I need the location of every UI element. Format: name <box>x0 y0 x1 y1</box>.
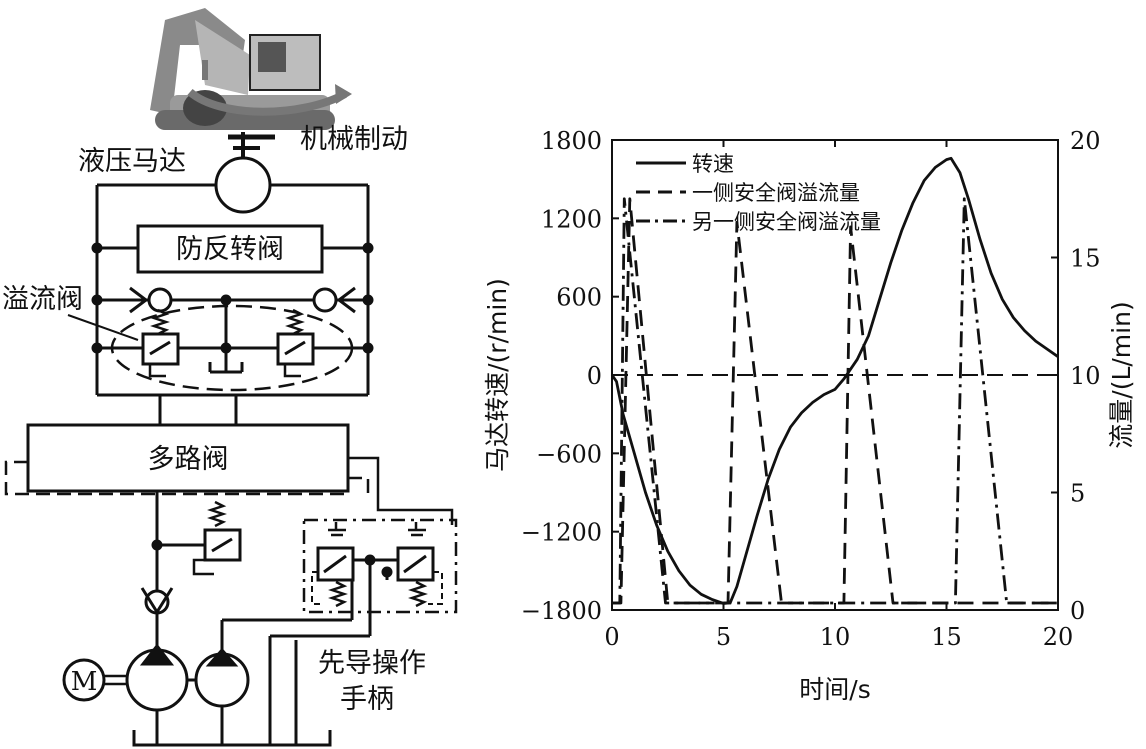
pilot-handle-label-line1: 先导操作 <box>318 648 426 679</box>
relief-valve-right <box>276 308 315 378</box>
y2-tick-label: 20 <box>1070 127 1101 155</box>
legend-label: 一侧安全阀溢流量 <box>692 181 860 205</box>
y2-axis-label: 流量/(L/min) <box>1107 301 1136 448</box>
multiway-valve-label: 多路阀 <box>148 444 229 475</box>
y-tick-label: −600 <box>536 440 602 468</box>
y-tick-label: −1800 <box>521 597 602 625</box>
speed-line <box>610 156 1059 605</box>
other-side-relief-flow-line <box>612 197 1058 605</box>
anti-reverse-valve-label: 防反转阀 <box>176 234 284 265</box>
pump-check-valve <box>140 587 174 615</box>
brake-symbol <box>228 132 275 158</box>
one-side-relief-flow-line <box>612 197 1058 605</box>
excavator-illustration <box>150 8 352 130</box>
relief-valve-group-outline <box>110 304 354 392</box>
pilot-valve-right <box>396 522 443 608</box>
brake-label: 机械制动 <box>300 124 408 155</box>
check-valve-right <box>312 286 356 314</box>
pilot-valve-left <box>311 522 355 608</box>
y-tick-label: −1200 <box>521 519 602 547</box>
y-tick-label: 1200 <box>541 205 602 233</box>
x-tick-label: 5 <box>716 623 731 651</box>
relief-valve-label: 溢流阀 <box>2 284 83 315</box>
x-tick-label: 0 <box>604 623 619 651</box>
x-tick-label: 15 <box>931 623 962 651</box>
y-axis-label: 马达转速/(r/min) <box>483 278 512 472</box>
x-tick-label: 10 <box>820 623 851 651</box>
y2-tick-label: 0 <box>1070 597 1085 625</box>
relief-valve-left <box>141 308 180 378</box>
electric-motor-label: M <box>71 667 98 697</box>
y-tick-label: 0 <box>587 362 602 390</box>
main-relief-valve <box>192 500 242 576</box>
electric-motor: M <box>62 658 127 702</box>
y-tick-label: 1800 <box>541 127 602 155</box>
y-tick-label: 600 <box>556 284 602 312</box>
pilot-pump <box>194 647 250 708</box>
y2-tick-label: 5 <box>1070 480 1085 508</box>
speed-flow-chart: 0 5 10 15 20 1800 1200 600 0 −600 −1200 −1800 20 15 10… <box>483 127 1136 704</box>
x-tick-label: 20 <box>1043 623 1074 651</box>
legend-label: 另一侧安全阀溢流量 <box>692 210 881 234</box>
pilot-handle-label-line2: 手柄 <box>340 684 394 715</box>
y2-tick-label: 10 <box>1070 362 1101 390</box>
hydraulic-motor-symbol <box>214 156 272 214</box>
tank-symbol <box>132 730 332 747</box>
main-pump <box>125 643 189 712</box>
x-axis-label: 时间/s <box>799 675 870 704</box>
y2-tick-label: 15 <box>1070 245 1101 273</box>
hydraulic-schematic: 机械制动 液压马达 防反转阀 <box>2 8 458 747</box>
legend-label: 转速 <box>692 152 734 176</box>
pilot-handle-outline <box>302 518 458 614</box>
hydraulic-motor-label: 液压马达 <box>78 146 186 177</box>
